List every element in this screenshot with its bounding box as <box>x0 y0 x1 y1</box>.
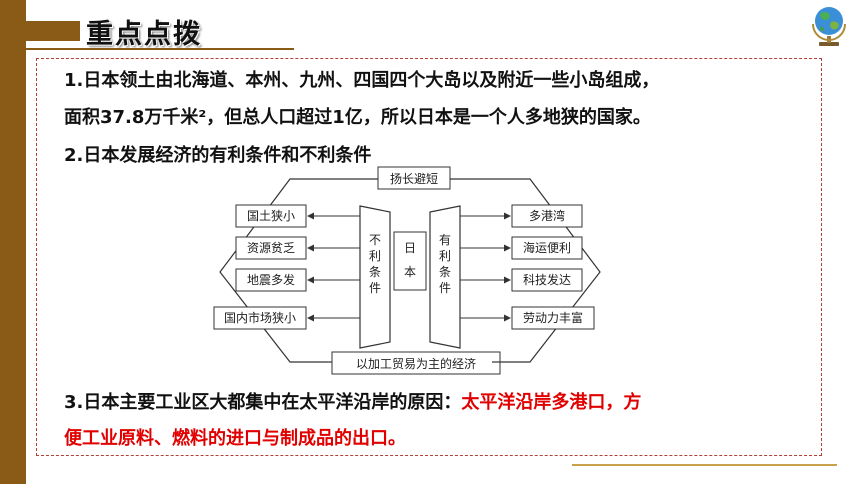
diagram-top-label: 扬长避短 <box>390 171 438 186</box>
advantage-label: 劳动力丰富 <box>523 310 583 325</box>
paragraph-3-black: 3.日本主要工业区大都集中在太平洋沿岸的原因： <box>64 392 462 413</box>
advantage-label: 海运便利 <box>523 240 571 255</box>
content-box <box>36 58 822 456</box>
disadvantage-label: 国内市场狭小 <box>224 310 296 325</box>
globe-icon <box>812 7 846 46</box>
title-accent-block <box>26 21 80 41</box>
japan-conditions-diagram: 扬长避短 以加工贸易为主的经济 日本 不利条件 有利条件 国土狭小资源贫乏地震多… <box>213 166 601 375</box>
disadvantage-label: 国土狭小 <box>247 209 295 223</box>
paragraph-3-red-1: 太平洋沿岸多港口，方 <box>461 392 642 413</box>
diagram-left-label: 不利条件 <box>369 233 381 295</box>
disadvantage-label: 资源贫乏 <box>247 240 295 255</box>
advantage-label: 多港湾 <box>529 208 565 223</box>
paragraph-2: 2.日本发展经济的有利条件和不利条件 <box>64 145 372 166</box>
diagram-center-label: 日本 <box>404 241 416 279</box>
left-accent-bar <box>0 0 26 484</box>
diagram-center-box <box>393 231 427 291</box>
title-underline <box>26 48 294 50</box>
advantage-label: 科技发达 <box>523 272 571 287</box>
paragraph-3-line-1: 3.日本主要工业区大都集中在太平洋沿岸的原因：太平洋沿岸多港口，方 <box>64 390 641 416</box>
disadvantage-box <box>235 268 307 292</box>
diagram-right-label: 有利条件 <box>439 233 451 295</box>
disadvantage-label: 地震多发 <box>247 272 295 287</box>
disadvantage-box <box>235 236 307 260</box>
bottom-decor-line <box>572 464 837 466</box>
page-title: 重点点拨 <box>86 19 202 50</box>
diagram-top-box <box>377 166 451 190</box>
advantage-box <box>511 306 595 330</box>
advantage-box <box>511 268 583 292</box>
advantage-box <box>511 236 583 260</box>
disadvantage-box <box>213 306 307 330</box>
disadvantage-box <box>235 204 307 228</box>
diagram-bottom-label: 以加工贸易为主的经济 <box>356 356 476 371</box>
advantage-box <box>511 204 583 228</box>
paragraph-1-line-2: 面积37.8万千米²，但总人口超过1亿，所以日本是一个人多地狭的国家。 <box>64 107 651 128</box>
diagram-bottom-box <box>331 351 501 375</box>
paragraph-1-line-1: 1.日本领土由北海道、本州、九州、四国四个大岛以及附近一些小岛组成， <box>64 70 660 91</box>
paragraph-3-line-2: 便工业原料、燃料的进口与制成品的出口。 <box>64 428 406 449</box>
